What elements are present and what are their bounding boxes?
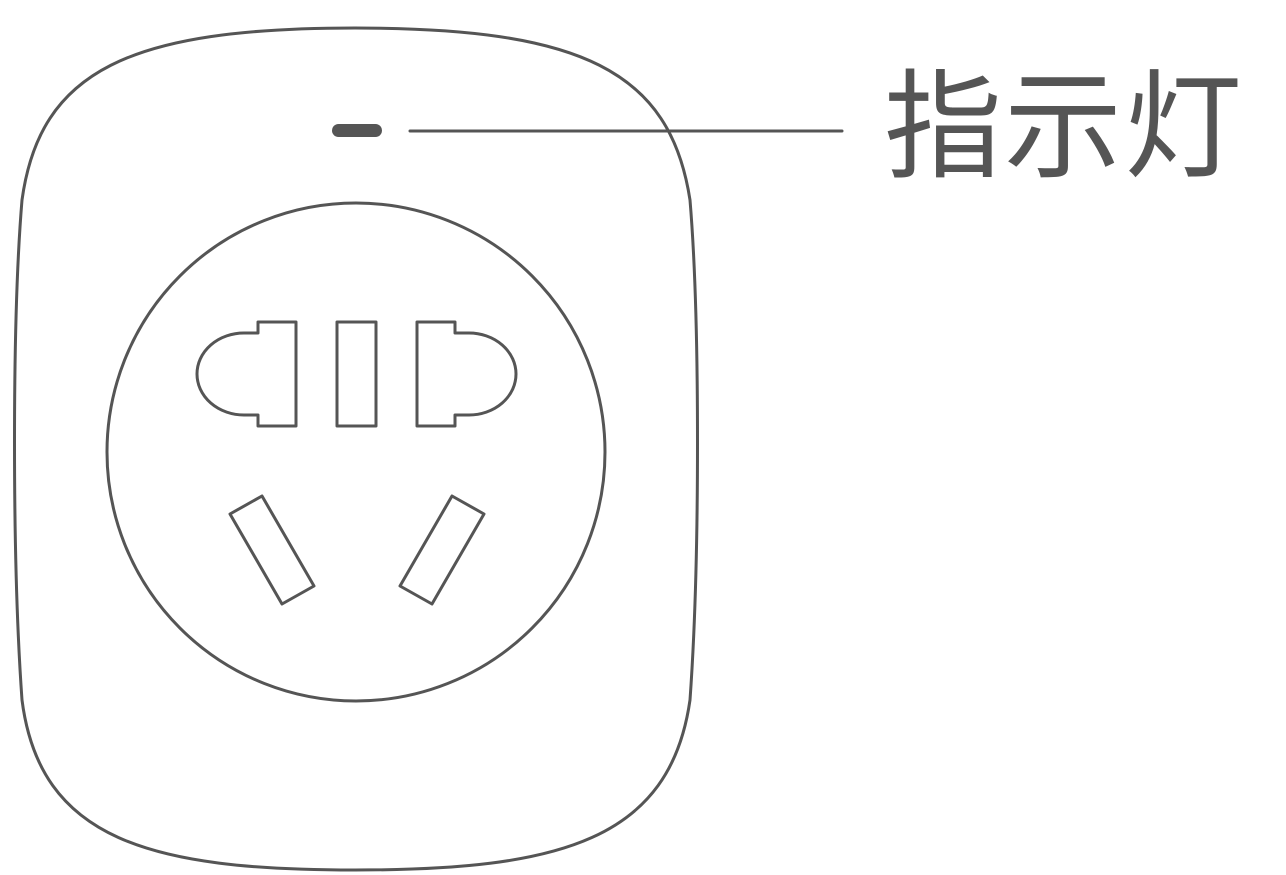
indicator-light: [332, 124, 382, 137]
plug-body-outline: [13, 26, 699, 872]
slot-angled-right: [398, 494, 486, 606]
slot-center-flat: [335, 320, 378, 428]
slot-angled-left: [228, 494, 316, 606]
slot-left-round: [195, 320, 298, 428]
indicator-light-label: 指示灯: [884, 58, 1245, 196]
socket-face: [105, 201, 607, 703]
slot-right-round: [415, 320, 518, 428]
